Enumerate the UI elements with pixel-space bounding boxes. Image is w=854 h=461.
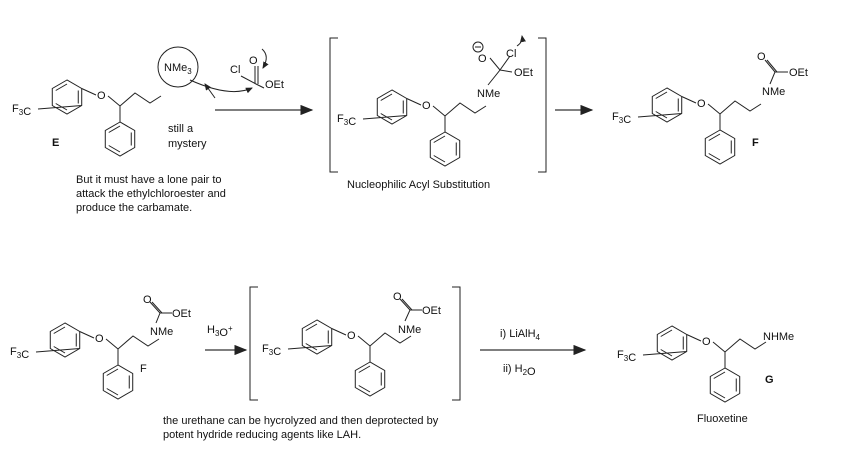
nas-caption: Nucleophilic Acyl Substitution: [347, 179, 490, 191]
still-a-text: still a: [168, 123, 194, 135]
mystery-circle: [157, 46, 199, 88]
curved-arrow-cl: [516, 35, 526, 47]
skeleton-bonds: [287, 319, 412, 397]
lone-pair-line-1: But it must have a lone pair to: [76, 174, 222, 186]
carbamate-bonds-f2: [149, 301, 172, 324]
hydrolysis-line-2: potent hydride reducing agents like LAH.: [163, 429, 361, 441]
skeleton-bonds: [637, 87, 762, 165]
ether-o-label: O: [697, 98, 706, 110]
skeleton-bonds: [362, 89, 487, 167]
cf3-label: F3C: [10, 346, 29, 361]
compound-e-label: E: [52, 137, 59, 149]
bracket-left-2: [249, 286, 258, 401]
curved-arrow-attack: [189, 79, 253, 94]
oet-label: OEt: [265, 79, 284, 91]
nme-label-f: NMe: [762, 86, 785, 98]
curved-arrow-carbonyl: [261, 48, 269, 69]
skeleton-bonds: [642, 325, 767, 403]
carbamate-bonds-f: [764, 59, 788, 85]
cf3-label: F3C: [612, 111, 631, 126]
cf3-label: F3C: [262, 343, 281, 358]
o-minus-label: O: [478, 53, 487, 65]
oet-label-i2: OEt: [422, 305, 441, 317]
o-label-f: O: [757, 51, 766, 63]
ether-o-label: O: [97, 90, 106, 102]
pointer-arrow: [204, 83, 216, 99]
lone-pair-line-2: attack the ethylchloroester and: [76, 188, 226, 200]
oet-label-f: OEt: [789, 67, 808, 79]
cf3-label: F3C: [337, 113, 356, 128]
reagent-step-1: i) LiAlH4: [500, 328, 541, 342]
molecule-e: F3C O: [12, 79, 162, 157]
skeleton-bonds: [37, 79, 162, 157]
nme-label-i2: NMe: [398, 324, 421, 336]
carbonyl-o-label: O: [249, 55, 258, 67]
bracket-left: [329, 37, 338, 173]
molecule-f-bottom: F3C O: [10, 322, 160, 400]
ether-o-label: O: [347, 330, 356, 342]
oet-label-2: OEt: [514, 67, 533, 79]
tetrahedral-bonds: [487, 55, 513, 86]
cf3-label: F3C: [617, 349, 636, 364]
compound-f-label: F: [752, 137, 759, 149]
skeleton-bonds: [35, 322, 160, 400]
compound-f-bottom-label: F: [140, 363, 147, 375]
nme-label-f2: NMe: [150, 326, 173, 338]
o-label-f2: O: [143, 294, 152, 306]
compound-g-label: G: [765, 374, 774, 386]
cf3-label: F3C: [12, 103, 31, 118]
nhme-label: NHMe: [763, 331, 794, 343]
nme-label: NMe: [477, 88, 500, 100]
molecule-hydrolysis-intermediate: F3C O: [262, 319, 412, 397]
cl-label: Cl: [230, 64, 240, 76]
molecule-g-fluoxetine: F3C O: [617, 325, 767, 403]
chloroformate-bonds: [240, 66, 265, 89]
mystery-text: mystery: [168, 138, 207, 150]
fluoxetine-name: Fluoxetine: [697, 413, 748, 425]
cl-label-2: Cl: [506, 48, 516, 60]
reagent-step-2: ii) H2O: [503, 363, 536, 378]
acid-reagent: H3O+: [207, 324, 233, 339]
ether-o-label: O: [95, 333, 104, 345]
ether-o-label: O: [702, 336, 711, 348]
bracket-right: [538, 37, 547, 173]
oet-label-f2: OEt: [172, 308, 191, 320]
negative-charge-icon: [472, 41, 484, 53]
lone-pair-line-3: produce the carbamate.: [76, 202, 192, 214]
ether-o-label: O: [422, 100, 431, 112]
carbamate-bonds-i2: [399, 298, 422, 322]
hydrolysis-line-1: the urethane can be hycrolyzed and then …: [163, 415, 439, 427]
o-label-i2: O: [393, 291, 402, 303]
bracket-right-2: [452, 286, 461, 401]
molecule-tetrahedral-intermediate: F3C O: [337, 89, 487, 167]
nme3-label: NMe3: [164, 62, 192, 76]
molecule-f: F3C O: [612, 87, 762, 165]
